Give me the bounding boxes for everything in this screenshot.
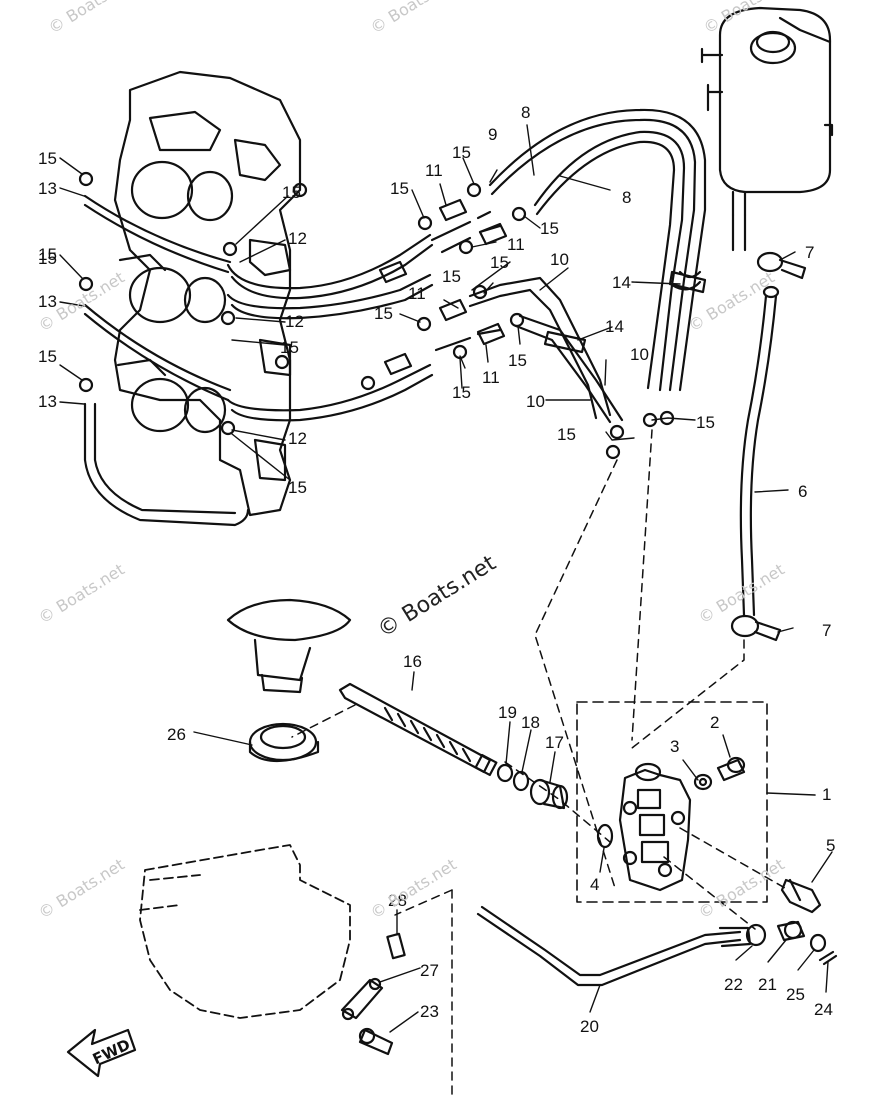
callout: 15 [452,143,471,162]
callout: 15 [38,245,57,264]
callout: 6 [798,482,807,501]
callout: 15 [282,183,301,202]
callout: 12 [288,429,307,448]
callout: 15 [490,253,509,272]
engine-cylinder-block [113,70,308,517]
callout: 20 [580,1017,599,1036]
gear-housing-upper [226,598,352,694]
callout: 15 [540,219,559,238]
callout: 18 [521,713,540,732]
callout: 27 [420,961,439,980]
callout: 11 [408,284,426,303]
callout: 25 [786,985,805,1004]
hose-clips-15 [78,171,675,460]
callout: 7 [822,621,831,640]
oil-hose-20 [476,905,752,987]
oil-hose-6 [739,285,780,617]
pump-drive-gear-16 [338,682,498,777]
callout: 15 [696,413,715,432]
callout: 14 [612,273,631,292]
callout: 10 [550,250,569,269]
callout: 11 [425,161,443,180]
callout: 15 [280,338,299,357]
callout: 10 [526,392,545,411]
callout: 11 [482,368,500,387]
hose-clip-7-lower [730,614,782,642]
check-valve-11 [378,198,508,376]
callout: 5 [826,836,835,855]
callout: 15 [288,478,307,497]
callout: 19 [498,703,517,722]
leader-lines [59,124,833,1033]
link-lever-27 [340,977,384,1021]
callout: 26 [167,725,186,744]
callout: 11 [507,235,525,254]
hose-row-middle [226,273,624,424]
pin-24 [818,950,838,966]
hose-row-lower [226,328,502,422]
callout: 15 [374,304,393,323]
callout: 8 [622,188,631,207]
o-ring-18 [512,770,530,792]
bolt-23 [358,1027,394,1056]
callout: 7 [805,243,814,262]
hose-row-upper [226,210,502,300]
callout: 13 [38,179,57,198]
callout: 22 [724,975,743,994]
callout: 10 [630,345,649,364]
callout: 9 [488,125,497,144]
dashed-guide-lines [291,429,786,1097]
callout: 1 [822,785,831,804]
callout: 15 [38,249,57,268]
oil-pump-group-box [576,701,768,903]
hose-holder-14 [543,270,707,354]
callout: 12 [288,229,307,248]
callout: 13 [38,392,57,411]
callout: 8 [521,103,530,122]
callout: 23 [420,1002,439,1021]
pin-28 [386,932,406,960]
callout: 4 [590,875,599,894]
ring-gear-26 [248,722,320,762]
callout: 13 [38,292,57,311]
bushing-17 [529,778,569,810]
callout: 24 [814,1000,833,1019]
callout: 15 [442,267,461,286]
o-ring-4 [596,823,614,849]
callout: 3 [670,737,679,756]
callout: 21 [758,975,777,994]
callout: 2 [710,713,719,732]
lower-case [139,844,351,1019]
callout: 17 [545,733,564,752]
callout: 15 [452,383,471,402]
washer-19 [496,763,514,783]
callout: 15 [38,149,57,168]
bolt-2 [716,756,746,782]
fwd-arrow-icon [66,1028,137,1078]
washer-25 [809,933,827,953]
callout-numbers: 1 2 3 4 5 6 7 7 8 8 9 10 10 10 11 11 11 … [38,103,835,1036]
joint-5 [780,878,822,914]
callout: 15 [390,179,409,198]
oil-pump [618,762,692,892]
hose-13 [83,194,250,527]
fitting-21 [776,920,806,942]
callout: 15 [557,425,576,444]
callout: 15 [508,351,527,370]
hose-clip-7-upper [756,251,807,280]
callout: 12 [285,312,304,331]
callout: 15 [38,347,57,366]
fwd-label: FWD [90,1035,133,1068]
washer-3 [693,773,713,791]
clip-22 [745,923,767,947]
callout: 28 [388,891,407,910]
callout: 14 [605,317,624,336]
oil-tank [700,6,834,252]
callout: 16 [403,652,422,671]
